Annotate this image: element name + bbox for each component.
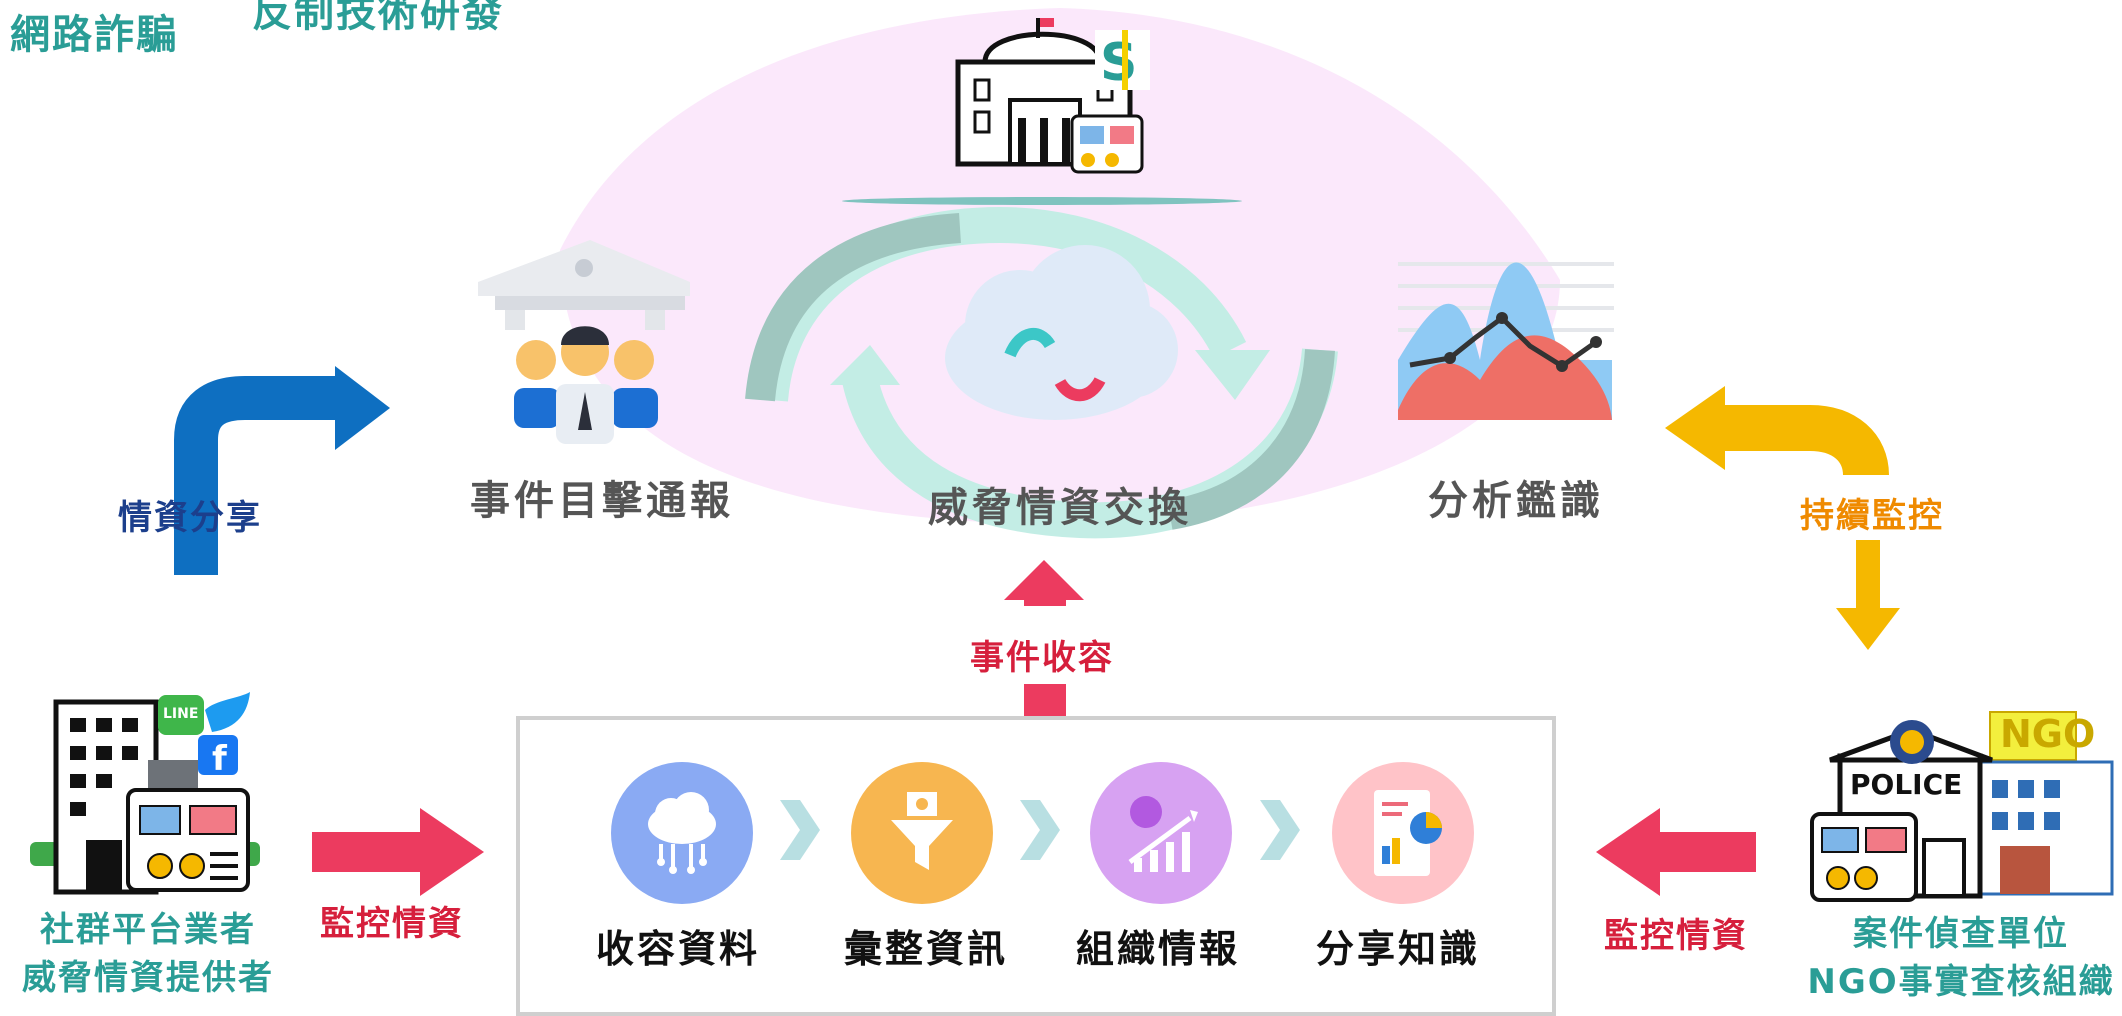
- cloud-icon: [945, 245, 1178, 420]
- analysis-forensics-label: 分析鑑識: [1428, 478, 1604, 524]
- right-actor-label: 案件偵查單位 NGO事實查核組織: [1800, 910, 2122, 1006]
- divider-line: [842, 197, 1242, 205]
- witness-report-icon: [478, 240, 690, 444]
- growth-chart-icon: [1128, 796, 1198, 872]
- left-actor-label: 社群平台業者 威脅情資提供者: [8, 906, 288, 1002]
- organize-intel-circle: [1090, 762, 1232, 904]
- right-feed-arrow: [1596, 808, 1756, 896]
- svg-text:S: S: [1100, 33, 1137, 93]
- right-feed-label: 監控情資: [1604, 916, 1748, 956]
- share-knowledge-circle: [1332, 762, 1474, 904]
- social-platform-building-icon: f: [30, 692, 260, 895]
- collect-label: 事件收容: [970, 638, 1114, 678]
- page-title: 網路詐騙: [10, 12, 178, 58]
- step-label-compile: 彙整資訊: [844, 927, 1009, 971]
- right-actor-line2: NGO事實查核組織: [1807, 962, 2115, 1002]
- left-feed-label: 監控情資: [320, 904, 464, 944]
- share-arrow: [173, 366, 390, 630]
- monitor-arrow: [1665, 386, 1900, 650]
- cloud-network-icon: [648, 792, 716, 874]
- left-actor-line1: 社群平台業者: [40, 910, 256, 950]
- police-ngo-building-icon: [1810, 711, 2114, 902]
- step-label-share: 分享知識: [1316, 927, 1481, 971]
- left-feed-arrow: [312, 808, 484, 896]
- cycle-arrows-icon: [745, 206, 1338, 539]
- witness-report-label: 事件目擊通報: [470, 478, 734, 524]
- process-box: 收容資料 彙整資訊 組織情報 分享知識: [516, 716, 1556, 1016]
- police-sign-text: POLICE: [1850, 768, 1963, 801]
- chevron-right-icon: [780, 800, 820, 860]
- chevron-right-icon: [1020, 800, 1060, 860]
- report-icon: [1374, 790, 1442, 876]
- collect-data-circle: [611, 762, 753, 904]
- ngo-sign-text: NGO: [2000, 712, 2096, 756]
- share-label: 情資分享: [118, 498, 262, 538]
- step-label-collect: 收容資料: [596, 927, 761, 971]
- line-badge-text: LINE: [163, 706, 199, 722]
- left-actor-line2: 威脅情資提供者: [22, 958, 274, 998]
- svg-text:f: f: [212, 739, 228, 779]
- right-actor-line1: 案件偵查單位: [1853, 914, 2069, 954]
- funnel-icon: [891, 792, 953, 870]
- government-building-icon: S: [955, 18, 1150, 174]
- analysis-chart-icon: [1398, 262, 1614, 420]
- page-subtitle: 反制技術研發: [252, 0, 504, 36]
- compile-info-circle: [851, 762, 993, 904]
- monitor-label: 持續監控: [1800, 496, 1944, 536]
- threat-exchange-label: 威脅情資交換: [928, 485, 1192, 531]
- collect-arrow: [1004, 560, 1084, 716]
- chevron-right-icon: [1260, 800, 1300, 860]
- step-label-organize: 組織情報: [1076, 927, 1241, 971]
